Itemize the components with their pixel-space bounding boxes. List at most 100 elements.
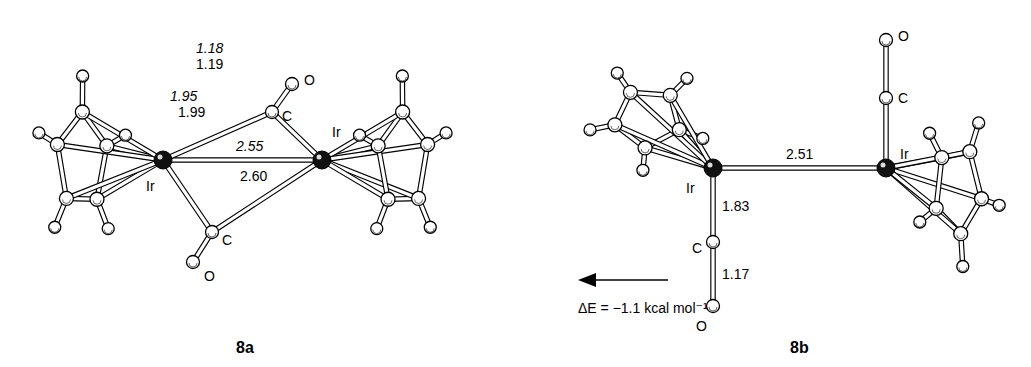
bond-tube: [886, 168, 961, 234]
atom-shade: [78, 113, 86, 117]
atom: [371, 139, 385, 153]
atom-or-distance-label: Ir: [900, 146, 909, 162]
atom-shade: [53, 146, 61, 150]
atom-shade: [104, 230, 112, 234]
bond-outline: [163, 160, 212, 232]
atom: [880, 92, 893, 105]
bond-outline: [710, 242, 716, 306]
bond-tube: [713, 166, 886, 169]
atom: [33, 127, 45, 139]
bond-tube: [886, 152, 970, 168]
atom-shade: [611, 126, 619, 130]
atom-shade: [626, 93, 634, 97]
atom: [957, 260, 969, 272]
bond-tube: [936, 158, 942, 209]
bond-tube: [711, 242, 714, 306]
atom-shade: [103, 147, 111, 151]
atom-shade: [384, 200, 392, 204]
atom-shade: [398, 77, 406, 81]
atom-or-distance-label: C: [282, 108, 292, 124]
atom: [697, 132, 709, 144]
atom-or-distance-label: Ir: [332, 124, 341, 140]
atom: [993, 199, 1005, 211]
bond-outline: [713, 165, 886, 171]
atom: [707, 236, 720, 249]
bond-outline: [883, 40, 889, 98]
atom: [637, 164, 649, 176]
atom-shade: [613, 74, 621, 78]
bond-outline: [322, 160, 388, 199]
atom-or-distance-label: C: [222, 232, 232, 248]
bond-outline: [936, 158, 942, 209]
bond-outline: [419, 145, 428, 199]
atom: [100, 139, 114, 153]
atom: [77, 70, 89, 82]
atom: [412, 191, 426, 205]
atom: [672, 123, 686, 137]
atom: [681, 72, 693, 84]
atom-shade: [709, 243, 717, 247]
atom: [973, 117, 985, 129]
atom: [880, 34, 893, 47]
atom-shade: [208, 233, 216, 237]
atom: [608, 118, 622, 132]
bond-outline: [212, 160, 322, 232]
atom-shade: [356, 136, 364, 140]
atom: [421, 138, 435, 152]
bond-outline: [57, 145, 66, 199]
atom: [611, 67, 623, 79]
atom-shade: [966, 153, 974, 157]
atom-shade: [709, 307, 717, 311]
energy-label: ΔE = −1.1 kcal mol⁻¹: [578, 300, 708, 316]
iridium-atom: [877, 159, 895, 177]
atom-or-distance-label: 2.60: [240, 168, 267, 184]
bond-tube: [711, 168, 714, 242]
bond-tube: [884, 98, 887, 168]
bond-outline: [670, 95, 713, 168]
atom-shade: [639, 171, 647, 175]
atom-shade: [916, 223, 924, 227]
bond-tube: [272, 112, 322, 160]
atom-or-distance-label: O: [696, 318, 707, 334]
atom: [119, 129, 131, 141]
atom-shade: [675, 131, 683, 135]
atom: [663, 88, 677, 102]
atom-shade: [51, 228, 59, 232]
bond-outline: [883, 98, 889, 168]
iridium-atom: [154, 151, 172, 169]
atom-or-distance-label: 2.55: [236, 138, 263, 154]
atom-shade: [121, 136, 129, 140]
atom-shade: [373, 230, 381, 234]
atom: [90, 192, 104, 206]
bond-outline: [886, 168, 961, 234]
atom-or-distance-label: Ir: [146, 178, 155, 194]
atom: [381, 192, 395, 206]
atom-highlight: [317, 155, 322, 160]
bond-outline: [886, 152, 970, 168]
atom-shade: [699, 139, 707, 143]
atom-shade: [586, 131, 594, 135]
atom: [584, 124, 596, 136]
bond-tube: [163, 158, 322, 161]
atom-or-distance-label: 1.17: [722, 266, 749, 282]
atom-shade: [415, 199, 423, 203]
atom-shade: [79, 77, 87, 81]
iridium-atom: [704, 159, 722, 177]
atom: [354, 129, 366, 141]
atom: [396, 105, 410, 119]
atom-or-distance-label: Ir: [686, 180, 695, 196]
atom-shade: [426, 228, 434, 232]
atom: [954, 227, 968, 241]
atoms: [33, 34, 1005, 313]
atom: [75, 105, 89, 119]
bond-tube: [322, 160, 388, 199]
bond-outline: [886, 168, 936, 208]
atom-shade: [938, 159, 946, 163]
atom-or-distance-label: O: [204, 268, 215, 284]
bond-tube: [82, 112, 163, 160]
atom-shade: [683, 79, 691, 83]
atom-shade: [268, 113, 276, 117]
atom: [914, 216, 926, 228]
